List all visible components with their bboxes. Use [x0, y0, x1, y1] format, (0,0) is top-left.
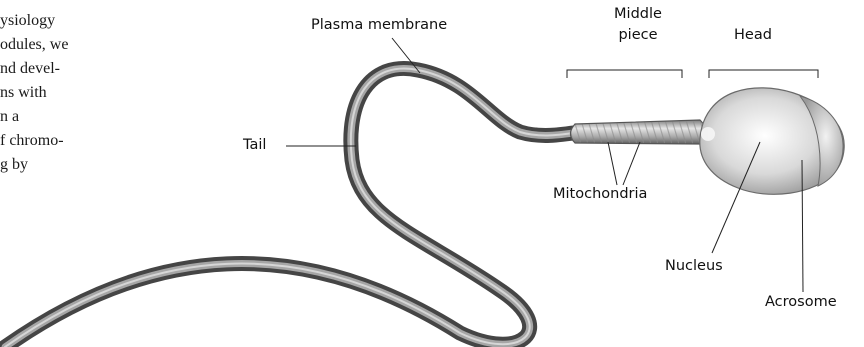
middle-piece-label-line2: piece [598, 26, 678, 44]
head-bracket [709, 70, 818, 78]
tail-label: Tail [243, 136, 266, 154]
middle-piece-bracket [567, 70, 682, 78]
acrosome-label: Acrosome [765, 293, 837, 311]
nucleus-label: Nucleus [665, 257, 723, 275]
sperm-head [700, 88, 844, 194]
middle-piece-label-line1: Middle [598, 5, 678, 23]
sperm-tail [5, 68, 580, 347]
plasma-membrane-label: Plasma membrane [311, 16, 447, 34]
mitochondria-leader-line-2 [623, 142, 640, 185]
mitochondria-leader-line-1 [608, 142, 617, 185]
head-label: Head [734, 26, 772, 44]
mitochondria-label: Mitochondria [553, 185, 647, 203]
middle-piece-shape [571, 120, 707, 144]
